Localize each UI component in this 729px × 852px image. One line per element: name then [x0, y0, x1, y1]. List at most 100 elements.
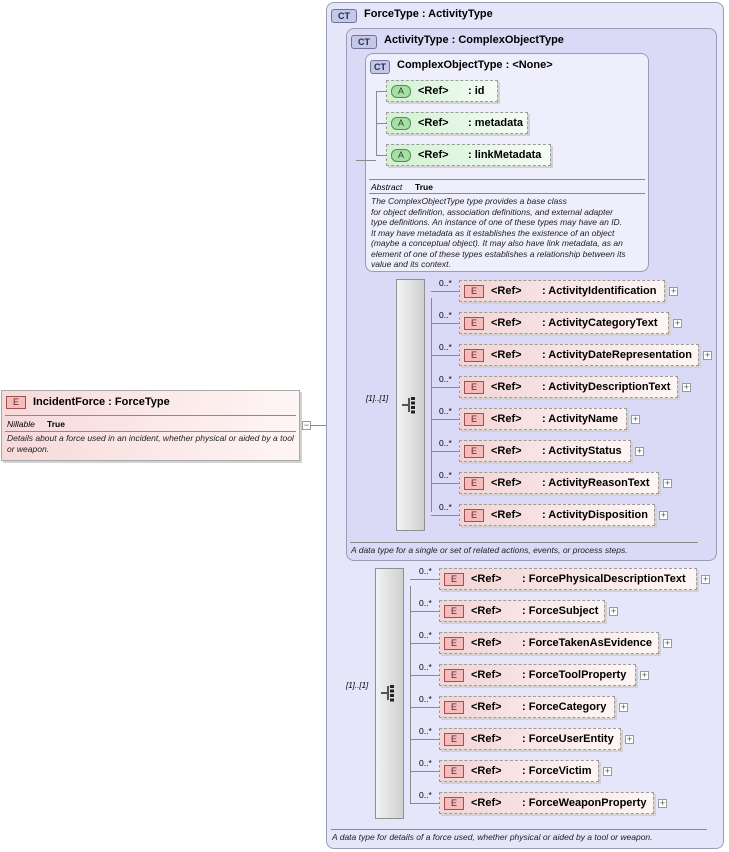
expand-icon[interactable]: + — [663, 478, 672, 488]
element-icon: E — [464, 285, 484, 298]
element-ref[interactable]: E<Ref>: ActivityReasonText — [459, 472, 659, 494]
element-icon: E — [444, 765, 464, 778]
expand-icon[interactable]: + — [625, 734, 634, 744]
expand-icon[interactable]: + — [703, 350, 712, 360]
attribute-metadata[interactable]: A <Ref> : metadata — [386, 112, 528, 134]
cardinality-label: 0..* — [439, 278, 452, 288]
expand-icon[interactable]: + — [619, 702, 628, 712]
incident-force-title: IncidentForce : ForceType — [33, 396, 170, 408]
description-line: The ComplexObjectType type provides a ba… — [371, 196, 567, 206]
abstract-label: Abstract — [371, 182, 403, 192]
element-ref[interactable]: E<Ref>: ForceVictim — [439, 760, 599, 782]
element-name: : ForcePhysicalDescriptionText — [522, 573, 686, 585]
expand-icon[interactable]: + — [682, 382, 691, 392]
element-ref[interactable]: E<Ref>: ActivityDateRepresentation — [459, 344, 699, 366]
element-name: : ActivityCategoryText — [542, 317, 658, 329]
element-ref[interactable]: E<Ref>: ActivityStatus — [459, 440, 631, 462]
complex-object-type-description: The ComplexObjectType type provides a ba… — [371, 196, 626, 270]
description-line: for object definition, association defin… — [371, 206, 613, 217]
element-icon: E — [444, 701, 464, 714]
element-branch — [431, 515, 459, 516]
element-branch — [410, 675, 439, 676]
element-ref[interactable]: E<Ref>: ForcePhysicalDescriptionText — [439, 568, 697, 590]
element-ref[interactable]: E<Ref>: ActivityDisposition — [459, 504, 655, 526]
element-icon: E — [444, 669, 464, 682]
cardinality-label: 0..* — [419, 726, 432, 736]
ref-label: <Ref> — [491, 445, 522, 457]
expand-icon[interactable]: + — [673, 318, 682, 328]
element-ref[interactable]: E<Ref>: ActivityName — [459, 408, 627, 430]
sequence-icon — [381, 685, 394, 702]
expand-icon[interactable]: + — [669, 286, 678, 296]
attribute-linkmetadata[interactable]: A <Ref> : linkMetadata — [386, 144, 551, 166]
element-icon: E — [6, 396, 26, 409]
element-ref[interactable]: E<Ref>: ActivityDescriptionText — [459, 376, 678, 398]
ref-label: <Ref> — [471, 605, 502, 617]
activity-type-divider — [350, 542, 698, 543]
element-branch — [431, 323, 459, 324]
element-icon: E — [444, 605, 464, 618]
activity-sequence-occurrence: [1]..[1] — [366, 394, 389, 403]
ref-label: <Ref> — [471, 573, 502, 585]
ref-label: <Ref> — [471, 765, 502, 777]
element-name: : ActivityStatus — [542, 445, 622, 457]
element-ref[interactable]: E<Ref>: ActivityIdentification — [459, 280, 665, 302]
ref-label: <Ref> — [471, 797, 502, 809]
expand-icon[interactable]: + — [603, 766, 612, 776]
element-name: : ActivityDescriptionText — [542, 381, 671, 393]
cardinality-label: 0..* — [419, 694, 432, 704]
expand-icon[interactable]: + — [631, 414, 640, 424]
nillable-label: Nillable — [7, 419, 35, 429]
expand-icon[interactable]: + — [609, 606, 618, 616]
activity-sequence-compositor[interactable] — [396, 279, 425, 531]
expand-icon[interactable]: + — [659, 510, 668, 520]
force-branch-trunk — [410, 586, 411, 803]
expand-icon[interactable]: + — [658, 798, 667, 808]
description-divider — [369, 193, 645, 194]
ref-label: <Ref> — [491, 477, 522, 489]
element-ref[interactable]: E<Ref>: ForceWeaponProperty — [439, 792, 654, 814]
element-ref[interactable]: E<Ref>: ActivityCategoryText — [459, 312, 669, 334]
ref-label: <Ref> — [471, 733, 502, 745]
element-ref[interactable]: E<Ref>: ForceTakenAsEvidence — [439, 632, 659, 654]
force-type-divider — [331, 829, 707, 830]
description-divider — [5, 431, 296, 432]
abstract-value: True — [415, 182, 433, 192]
element-icon: E — [444, 637, 464, 650]
attribute-icon: A — [391, 85, 411, 98]
attribute-id[interactable]: A <Ref> : id — [386, 80, 498, 102]
element-branch — [410, 611, 439, 612]
element-branch — [431, 419, 459, 420]
attribute-branch — [376, 91, 386, 92]
root-connector — [300, 425, 336, 426]
complex-type-icon: CT — [370, 60, 390, 74]
element-branch — [410, 771, 439, 772]
element-branch — [431, 291, 459, 292]
cardinality-label: 0..* — [419, 662, 432, 672]
incident-force-description: Details about a force used in an inciden… — [7, 433, 294, 454]
complex-object-type-title: ComplexObjectType : <None> — [397, 59, 553, 71]
element-name: : ForceCategory — [522, 701, 607, 713]
cardinality-label: 0..* — [439, 406, 452, 416]
element-name: : ActivityReasonText — [542, 477, 650, 489]
element-name: : ActivityIdentification — [542, 285, 657, 297]
cardinality-label: 0..* — [439, 342, 452, 352]
expand-icon[interactable]: + — [663, 638, 672, 648]
force-sequence-occurrence: [1]..[1] — [346, 681, 369, 690]
element-ref[interactable]: E<Ref>: ForceToolProperty — [439, 664, 636, 686]
expand-icon[interactable]: + — [635, 446, 644, 456]
expand-icon[interactable]: + — [701, 574, 710, 584]
attribute-icon: A — [391, 117, 411, 130]
element-ref[interactable]: E<Ref>: ForceUserEntity — [439, 728, 621, 750]
nillable-value: True — [47, 419, 65, 429]
collapse-icon[interactable]: − — [302, 420, 311, 430]
force-sequence-compositor[interactable] — [375, 568, 404, 819]
ref-label: <Ref> — [491, 317, 522, 329]
ref-label: <Ref> — [491, 509, 522, 521]
complex-type-icon: CT — [331, 9, 357, 23]
element-ref[interactable]: E<Ref>: ForceSubject — [439, 600, 605, 622]
element-ref[interactable]: E<Ref>: ForceCategory — [439, 696, 615, 718]
incident-force-element[interactable]: E IncidentForce : ForceType Nillable Tru… — [1, 390, 300, 461]
expand-icon[interactable]: + — [640, 670, 649, 680]
element-name: : ActivityName — [542, 413, 619, 425]
